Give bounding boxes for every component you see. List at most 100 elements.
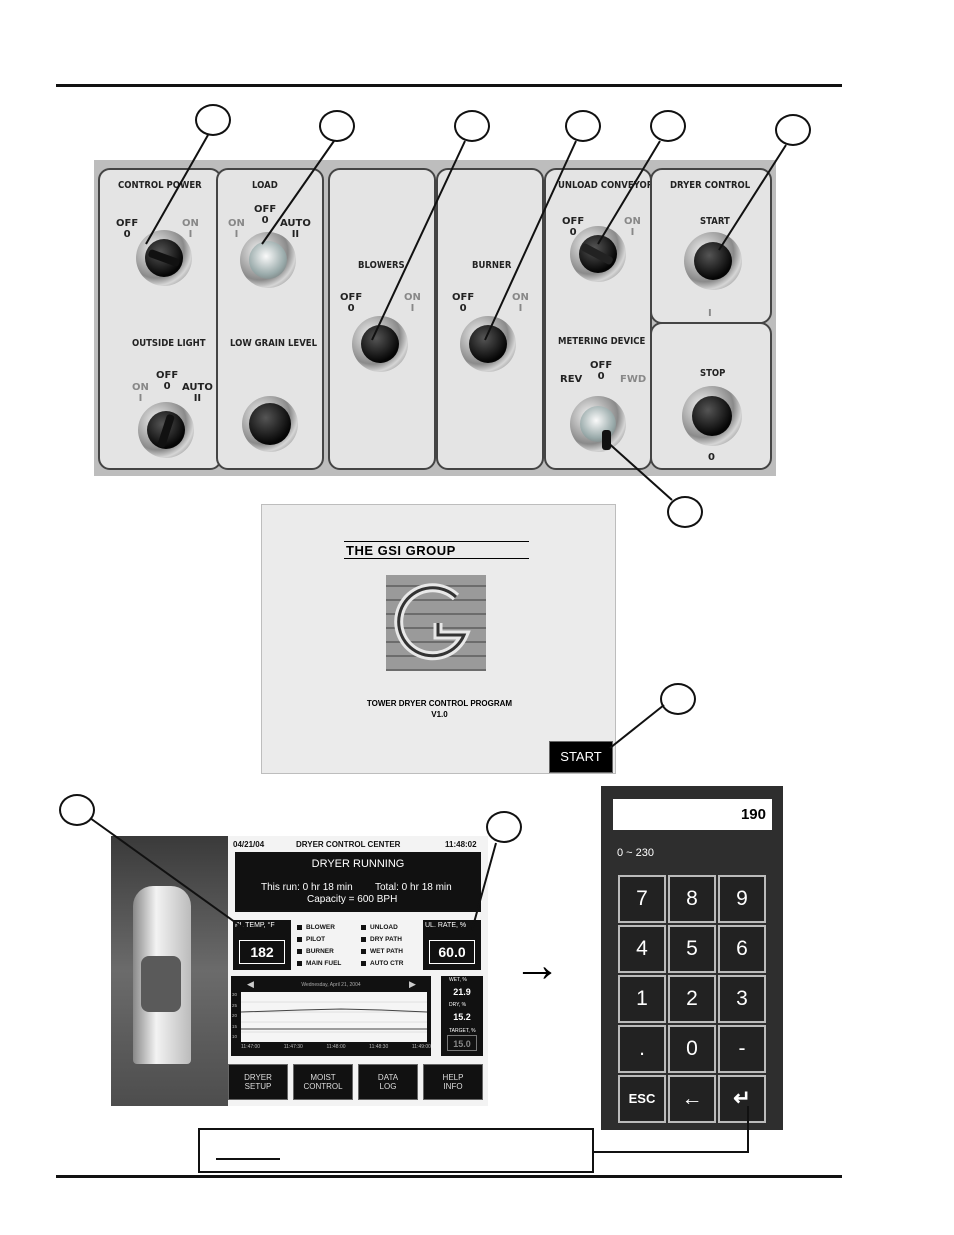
dryer-setup-button[interactable]: DRYER SETUP: [228, 1064, 288, 1100]
section-power-light: CONTROL POWER OFF 0 ON I OUTSIDE LIGHT O…: [98, 168, 222, 470]
capacity: Capacity = 600 BPH: [307, 894, 398, 905]
status-panel: DRYER RUNNING This run: 0 hr 18 min Tota…: [235, 852, 481, 912]
control-power-label: CONTROL POWER: [118, 180, 202, 191]
section-load: LOAD ON I OFF 0 AUTO II LOW GRAIN LEVEL: [216, 168, 324, 470]
y-tick: 15: [232, 1023, 238, 1029]
plenum-temp-value[interactable]: 182: [239, 940, 285, 964]
burner-switch[interactable]: [460, 316, 516, 372]
trend-y-axis: 30 25 20 15 10: [232, 990, 241, 1043]
x-tick: 11:47:30: [283, 1044, 303, 1050]
section-blowers: BLOWERS OFF 0 ON I: [328, 168, 436, 470]
callout-metering-device: [667, 496, 703, 528]
unload-rate-label: UL. RATE, %: [425, 922, 467, 929]
unload-rate-value[interactable]: 60.0: [429, 940, 475, 964]
dryer-start-button[interactable]: [684, 232, 742, 290]
y-tick: 30: [232, 992, 238, 997]
wet-value: 21.9: [447, 984, 477, 1000]
dry-label: DRY, %: [449, 1002, 467, 1008]
x-tick: 11:49:00: [411, 1044, 431, 1050]
program-version: V1.0: [431, 710, 448, 719]
target-label: TARGET, %: [449, 1028, 476, 1034]
key-9[interactable]: 9: [718, 875, 766, 923]
blowers-switch[interactable]: [352, 316, 408, 372]
load-switch[interactable]: [240, 232, 296, 288]
callout-dryer-start: [775, 114, 811, 146]
dryer-stop-button[interactable]: [682, 386, 742, 446]
target-value[interactable]: 15.0: [447, 1035, 477, 1051]
key-4[interactable]: 4: [618, 925, 666, 973]
company-name: THE GSI GROUP: [344, 541, 529, 559]
unload-conveyor-label: UNLOAD CONVEYOR: [558, 180, 654, 191]
outside-light-switch[interactable]: [138, 402, 194, 458]
metering-fwd-pos: FWD: [620, 374, 647, 385]
key-8[interactable]: 8: [668, 875, 716, 923]
y-tick: 25: [232, 1002, 238, 1008]
y-tick: 20: [232, 1013, 238, 1018]
moist-control-button[interactable]: MOIST CONTROL: [293, 1064, 353, 1100]
trend-prev-icon[interactable]: ◀: [247, 979, 254, 989]
splash-screen: THE GSI GROUP TOWER DRYER CONTROL PROGRA…: [261, 504, 616, 774]
metering-device-switch[interactable]: [570, 396, 626, 452]
trend-x-axis: 11:47:00 11:47:30 11:48:00 11:48:30 11:4…: [241, 1044, 431, 1050]
top-rule: [56, 84, 842, 87]
backspace-icon[interactable]: ←: [668, 1075, 716, 1123]
indicator-blower: BLOWER: [297, 924, 335, 931]
indicator-unload: UNLOAD: [361, 924, 398, 931]
enter-icon[interactable]: ↵: [718, 1075, 766, 1123]
key-0[interactable]: 0: [668, 1025, 716, 1073]
bottom-rule: [56, 1175, 842, 1178]
control-power-switch[interactable]: [136, 230, 192, 286]
right-arrow-icon: →: [513, 939, 561, 992]
key-minus[interactable]: -: [718, 1025, 766, 1073]
burner-label: BURNER: [472, 260, 512, 271]
x-tick: 11:47:00: [241, 1044, 261, 1050]
plenum-temp-label: PL TEMP, °F: [235, 922, 275, 929]
callout-control-power: [195, 104, 231, 136]
dryer-control-center: 04/21/04 DRYER CONTROL CENTER 11:48:02 D…: [111, 836, 488, 1106]
outside-light-on-pos: ON I: [132, 382, 149, 404]
moisture-readouts: WET, % 21.9 DRY, % 15.2 TARGET, % 15.0: [441, 976, 483, 1056]
start-button[interactable]: START: [549, 741, 613, 773]
burner-on-pos: ON I: [512, 292, 529, 314]
callout-blowers: [454, 110, 490, 142]
key-5[interactable]: 5: [668, 925, 716, 973]
numeric-keypad: 190 0 ~ 230 7 8 9 4 5 6 1 2 3 . 0 - ESC …: [601, 786, 783, 1130]
start-pos: I: [708, 308, 712, 319]
trend-next-icon[interactable]: ▶: [409, 979, 416, 989]
x-tick: 11:48:30: [369, 1044, 389, 1050]
status-text: DRYER RUNNING: [311, 858, 405, 870]
note-box: [198, 1128, 594, 1173]
keypad-display: 190: [613, 799, 772, 830]
load-off-pos: OFF 0: [254, 204, 277, 226]
key-2[interactable]: 2: [668, 975, 716, 1023]
plenum-temp-panel: PL TEMP, °F 182: [233, 920, 291, 970]
burner-flame-graphic: [141, 956, 181, 1012]
unload-conveyor-switch[interactable]: [570, 226, 626, 282]
callout-plenum-temp: [59, 794, 95, 826]
dryer-illustration: [111, 836, 228, 1106]
key-6[interactable]: 6: [718, 925, 766, 973]
load-on-pos: ON I: [228, 218, 245, 240]
trend-date: Wednesday, April 21, 2004: [301, 982, 361, 988]
outside-light-label: OUTSIDE LIGHT: [132, 338, 206, 349]
key-esc[interactable]: ESC: [618, 1075, 666, 1123]
metering-off-pos: OFF 0: [590, 360, 613, 382]
key-1[interactable]: 1: [618, 975, 666, 1023]
blowers-off-pos: OFF 0: [340, 292, 363, 314]
key-7[interactable]: 7: [618, 875, 666, 923]
stop-label: STOP: [700, 368, 726, 379]
outside-light-off-pos: OFF 0: [156, 370, 179, 392]
indicator-pilot: PILOT: [297, 936, 325, 943]
start-label: START: [700, 216, 730, 227]
dry-value: 15.2: [447, 1009, 477, 1025]
key-decimal[interactable]: .: [618, 1025, 666, 1073]
control-power-on-pos: ON I: [182, 218, 199, 240]
data-log-button[interactable]: DATA LOG: [358, 1064, 418, 1100]
x-tick: 11:48:00: [326, 1044, 346, 1050]
metering-device-label: METERING DEVICE: [558, 336, 646, 347]
moisture-trend-chart: ◀ Wednesday, April 21, 2004 ▶ 30 25 20 1…: [231, 976, 431, 1056]
help-info-button[interactable]: HELP INFO: [423, 1064, 483, 1100]
keypad-range: 0 ~ 230: [617, 847, 655, 859]
control-panel: CONTROL POWER OFF 0 ON I OUTSIDE LIGHT O…: [94, 160, 776, 476]
key-3[interactable]: 3: [718, 975, 766, 1023]
